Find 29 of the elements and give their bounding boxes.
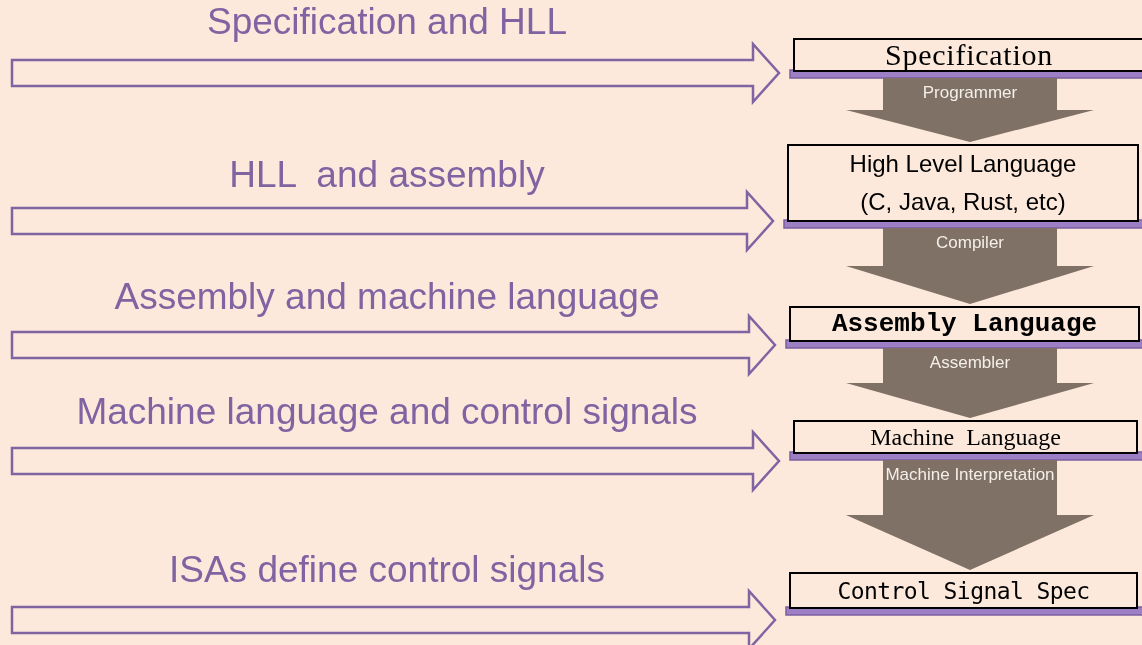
block-arrow bbox=[846, 78, 1094, 142]
block-arrow bbox=[846, 348, 1094, 418]
edge-label: Assembler bbox=[928, 352, 1012, 374]
box-text: High Level Language bbox=[849, 149, 1077, 179]
box-text: Specification bbox=[885, 40, 1053, 70]
box-text: Control Signal Spec bbox=[837, 576, 1090, 606]
block-arrow bbox=[10, 428, 781, 494]
block-arrow bbox=[846, 228, 1094, 304]
edge-label: Programmer bbox=[921, 82, 1019, 104]
arrow-caption: Assembly and machine language bbox=[113, 275, 661, 319]
arrow-caption: Machine language and control signals bbox=[75, 390, 699, 434]
block-arrow bbox=[846, 460, 1094, 570]
box-text: Machine Language bbox=[870, 423, 1061, 452]
box-text: (C, Java, Rust, etc) bbox=[860, 187, 1066, 217]
process-box bbox=[789, 572, 1138, 609]
box-text: Assembly Language bbox=[831, 308, 1098, 340]
arrow-caption: HLL and assembly bbox=[228, 153, 546, 197]
process-box bbox=[793, 420, 1138, 454]
process-box bbox=[787, 144, 1139, 222]
block-arrow bbox=[10, 587, 777, 645]
arrow-caption: ISAs define control signals bbox=[168, 548, 606, 592]
edge-label: Machine Interpretation bbox=[885, 464, 1055, 486]
block-arrow bbox=[10, 40, 781, 106]
arrow-caption: Specification and HLL bbox=[206, 0, 568, 44]
edge-label: Compiler bbox=[935, 232, 1005, 254]
process-box bbox=[789, 306, 1140, 342]
block-arrow bbox=[10, 312, 777, 378]
process-box bbox=[793, 38, 1142, 72]
block-arrow bbox=[10, 188, 775, 254]
